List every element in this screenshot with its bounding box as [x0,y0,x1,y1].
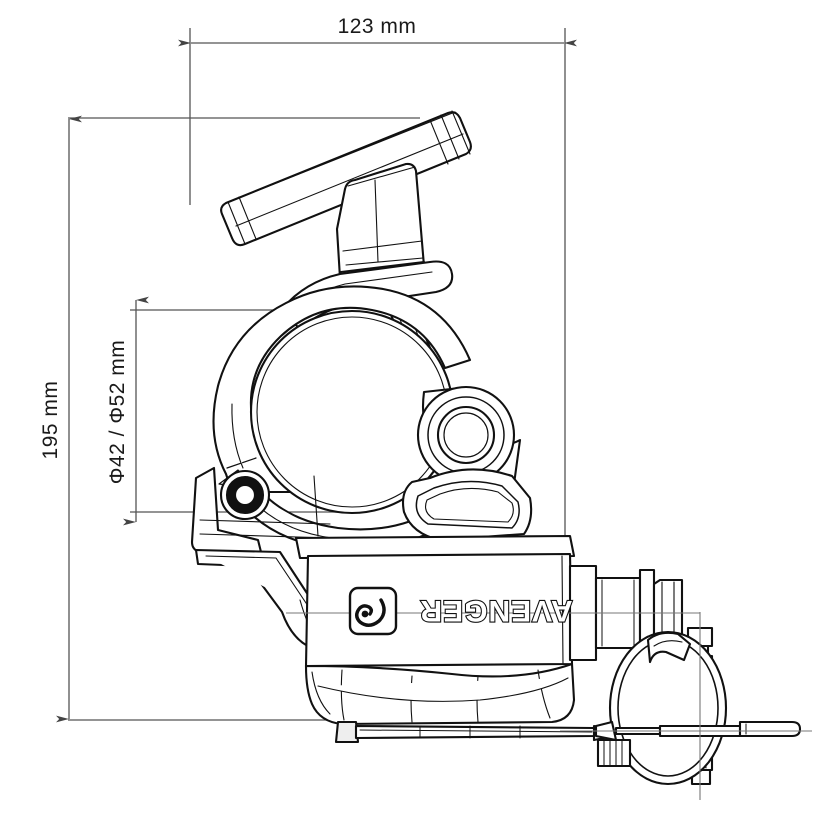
clamp-assembly [190,110,802,786]
clamp-body-housing [294,534,576,726]
safety-eyelet [219,469,271,521]
body-base-rail [334,720,616,744]
dimension-lines [56,28,577,723]
jaw-bore-inner [256,316,448,508]
brand-wordmark: AVENGER [419,594,572,627]
avenger-swirl-logo [348,586,398,636]
dim-label-bore: Φ42 / Φ52 mm [106,340,129,485]
head-to-body-gusset [194,548,320,650]
safety-tie-rod [594,720,802,768]
clamp-jaw-ring [212,285,472,551]
hinge-pivot-boss [416,385,522,489]
clamp-shoulder-window [401,468,533,542]
dim-label-width: 123 mm [338,15,417,38]
brand-wordmark-group: AVENGER [348,586,574,636]
dim-label-height: 195 mm [39,381,62,460]
pin-wire-ring [608,630,728,786]
